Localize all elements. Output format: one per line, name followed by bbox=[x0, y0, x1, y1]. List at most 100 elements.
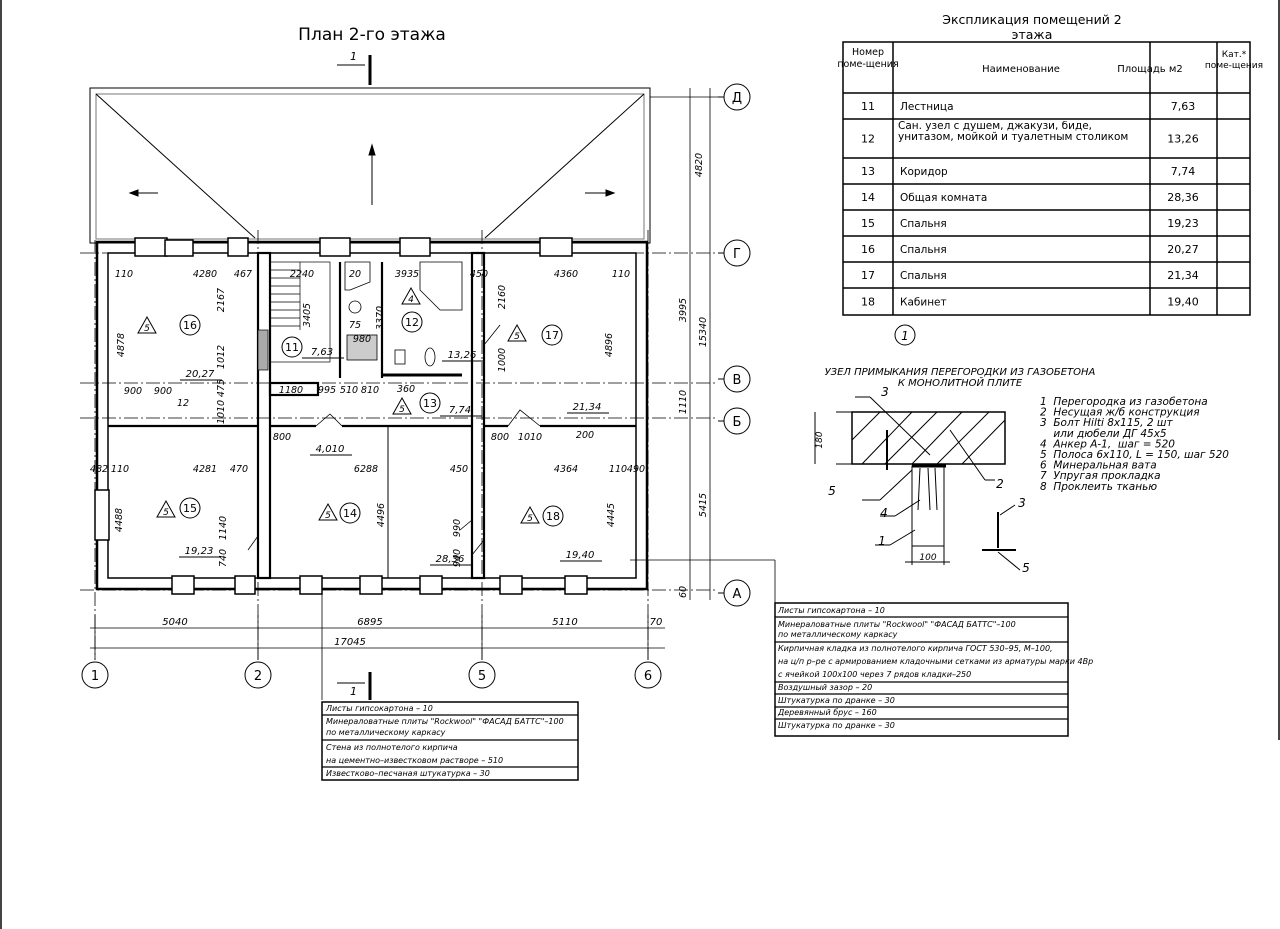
dimension-label: 990 bbox=[452, 519, 463, 537]
axis-label: Д bbox=[732, 91, 742, 106]
detail-title-line1: УЗЕЛ ПРИМЫКАНИЯ ПЕРЕГОРОДКИ ИЗ ГАЗОБЕТОН… bbox=[825, 367, 1096, 378]
room-area: 4,010 bbox=[316, 444, 345, 455]
detail-callout: 2 bbox=[996, 477, 1004, 491]
dimension-label: 490 bbox=[627, 464, 645, 475]
detail-callout: 1 bbox=[878, 534, 886, 548]
dimension-label: 740 bbox=[218, 549, 229, 567]
dimension-label: 4488 bbox=[114, 508, 125, 532]
room-area: 21,34 bbox=[573, 402, 602, 413]
legend-line: Известково–песчаная штукатурка – 30 bbox=[326, 769, 490, 778]
table-cell-name: Кабинет bbox=[900, 297, 947, 309]
dimension-label: 200 bbox=[576, 430, 594, 441]
dimension-label: 110 bbox=[609, 464, 627, 475]
room-number-circle bbox=[541, 324, 563, 346]
room-area: 28,36 bbox=[436, 554, 465, 565]
axis-bubble bbox=[723, 365, 751, 393]
axis-bubble bbox=[723, 407, 751, 435]
detail-note: 1 Перегородка из газобетона bbox=[1040, 396, 1208, 408]
dimension-label: 3405 bbox=[302, 303, 313, 327]
room-number: 18 bbox=[546, 510, 560, 523]
dimension-label: 3935 bbox=[395, 269, 419, 280]
dimension-label: 467 bbox=[234, 269, 252, 280]
finish-mark: 5 bbox=[399, 405, 405, 415]
finish-mark-triangle bbox=[520, 505, 540, 524]
exterior-walls bbox=[95, 240, 649, 591]
room-number-circle bbox=[339, 502, 361, 524]
dimension-label: 4445 bbox=[606, 503, 617, 527]
table-cell-area: 21,34 bbox=[1167, 269, 1199, 282]
dimension-label: 4496 bbox=[376, 503, 387, 527]
dimension-label: 60 bbox=[678, 586, 689, 598]
dimension-label: 510 bbox=[340, 385, 358, 396]
table-header-area: Площадь м2 bbox=[1117, 64, 1182, 75]
dimension-label: 2167 bbox=[216, 288, 227, 312]
dimension-label: 6895 bbox=[357, 617, 382, 628]
dimension-label: 1000 bbox=[497, 348, 508, 372]
finish-mark: 5 bbox=[514, 332, 520, 342]
detail-callout: 4 bbox=[880, 506, 888, 520]
axis-bubble bbox=[244, 661, 272, 689]
table-cell-area: 7,63 bbox=[1171, 100, 1196, 113]
dimension-label: 4360 bbox=[554, 269, 578, 280]
finish-mark-triangle bbox=[401, 286, 421, 305]
dimension-label: 995 bbox=[318, 385, 336, 396]
sheet-border-left bbox=[0, 0, 2, 929]
legend-line: Штукатурка по дранке – 30 bbox=[778, 696, 895, 705]
dimension-label: 482 bbox=[90, 464, 108, 475]
detail-title-line2: К МОНОЛИТНОЙ ПЛИТЕ bbox=[898, 376, 1023, 389]
dimension-label: 450 bbox=[450, 464, 468, 475]
table-cell-area: 13,26 bbox=[1167, 133, 1199, 146]
finish-mark-triangle bbox=[318, 502, 338, 521]
bathroom-fixtures bbox=[344, 261, 463, 367]
dimension-label: 800 bbox=[491, 432, 509, 443]
dimension-label: 980 bbox=[353, 334, 371, 345]
table-cell-name: Общая комната bbox=[900, 192, 987, 204]
section-mark-bottom bbox=[337, 672, 372, 700]
detail-callout: 5 bbox=[828, 484, 836, 498]
room-area: 19,23 bbox=[185, 546, 214, 557]
legend-line: Листы гипсокартона – 10 bbox=[325, 704, 433, 713]
finish-mark-triangle bbox=[392, 396, 412, 415]
detail-note: 7 Упругая прокладка bbox=[1040, 470, 1161, 482]
room-number: 14 bbox=[343, 507, 357, 520]
finish-mark: 5 bbox=[144, 324, 150, 334]
legend-line: с ячейкой 100х100 через 7 рядов кладки–2… bbox=[778, 670, 971, 679]
dimension-label: 800 bbox=[273, 432, 291, 443]
room-area: 13,26 bbox=[448, 350, 477, 361]
table-cell-area: 28,36 bbox=[1167, 191, 1199, 204]
room-number: 11 bbox=[285, 341, 299, 354]
axis-label: 2 bbox=[254, 669, 262, 684]
dimension-label: 2160 bbox=[497, 285, 508, 309]
room-number-circle bbox=[542, 505, 564, 527]
room-area: 7,63 bbox=[311, 347, 333, 358]
axis-label: В bbox=[733, 373, 742, 388]
section-mark-bottom-label: 1 bbox=[350, 685, 357, 698]
roof-outline bbox=[89, 87, 651, 244]
room-number: 17 bbox=[545, 329, 559, 342]
table-cell-name: Сан. узел с душем, джакузи, биде, унитаз… bbox=[898, 121, 1129, 143]
stair bbox=[257, 261, 331, 371]
axis-lines bbox=[80, 230, 718, 660]
dimension-label: 3370 bbox=[375, 306, 386, 330]
table-cell-name: Спальня bbox=[900, 244, 947, 256]
dimension-label: 4364 bbox=[554, 464, 578, 475]
dimension-label: 6288 bbox=[354, 464, 378, 475]
windows bbox=[94, 237, 588, 595]
room-area: 7,74 bbox=[449, 405, 471, 416]
detail-note: 3 Болт Hilti 8х115, 2 шт bbox=[1040, 417, 1173, 429]
dimension-label: 5040 bbox=[162, 617, 187, 628]
axis-label: Б bbox=[733, 415, 742, 430]
explication-title-line2: этажа bbox=[1012, 27, 1053, 42]
axis-label: 1 bbox=[91, 669, 99, 684]
finish-mark: 5 bbox=[163, 508, 169, 518]
dimension-label: 1180 bbox=[279, 385, 303, 396]
dimension-label: 4820 bbox=[694, 153, 705, 177]
dimension-label: 900 bbox=[124, 386, 142, 397]
axis-bubble bbox=[634, 661, 662, 689]
table-header-name: Наименование bbox=[982, 64, 1060, 75]
dimension-label: 15340 bbox=[698, 317, 709, 347]
detail-note: 8 Проклеить тканью bbox=[1040, 481, 1157, 493]
